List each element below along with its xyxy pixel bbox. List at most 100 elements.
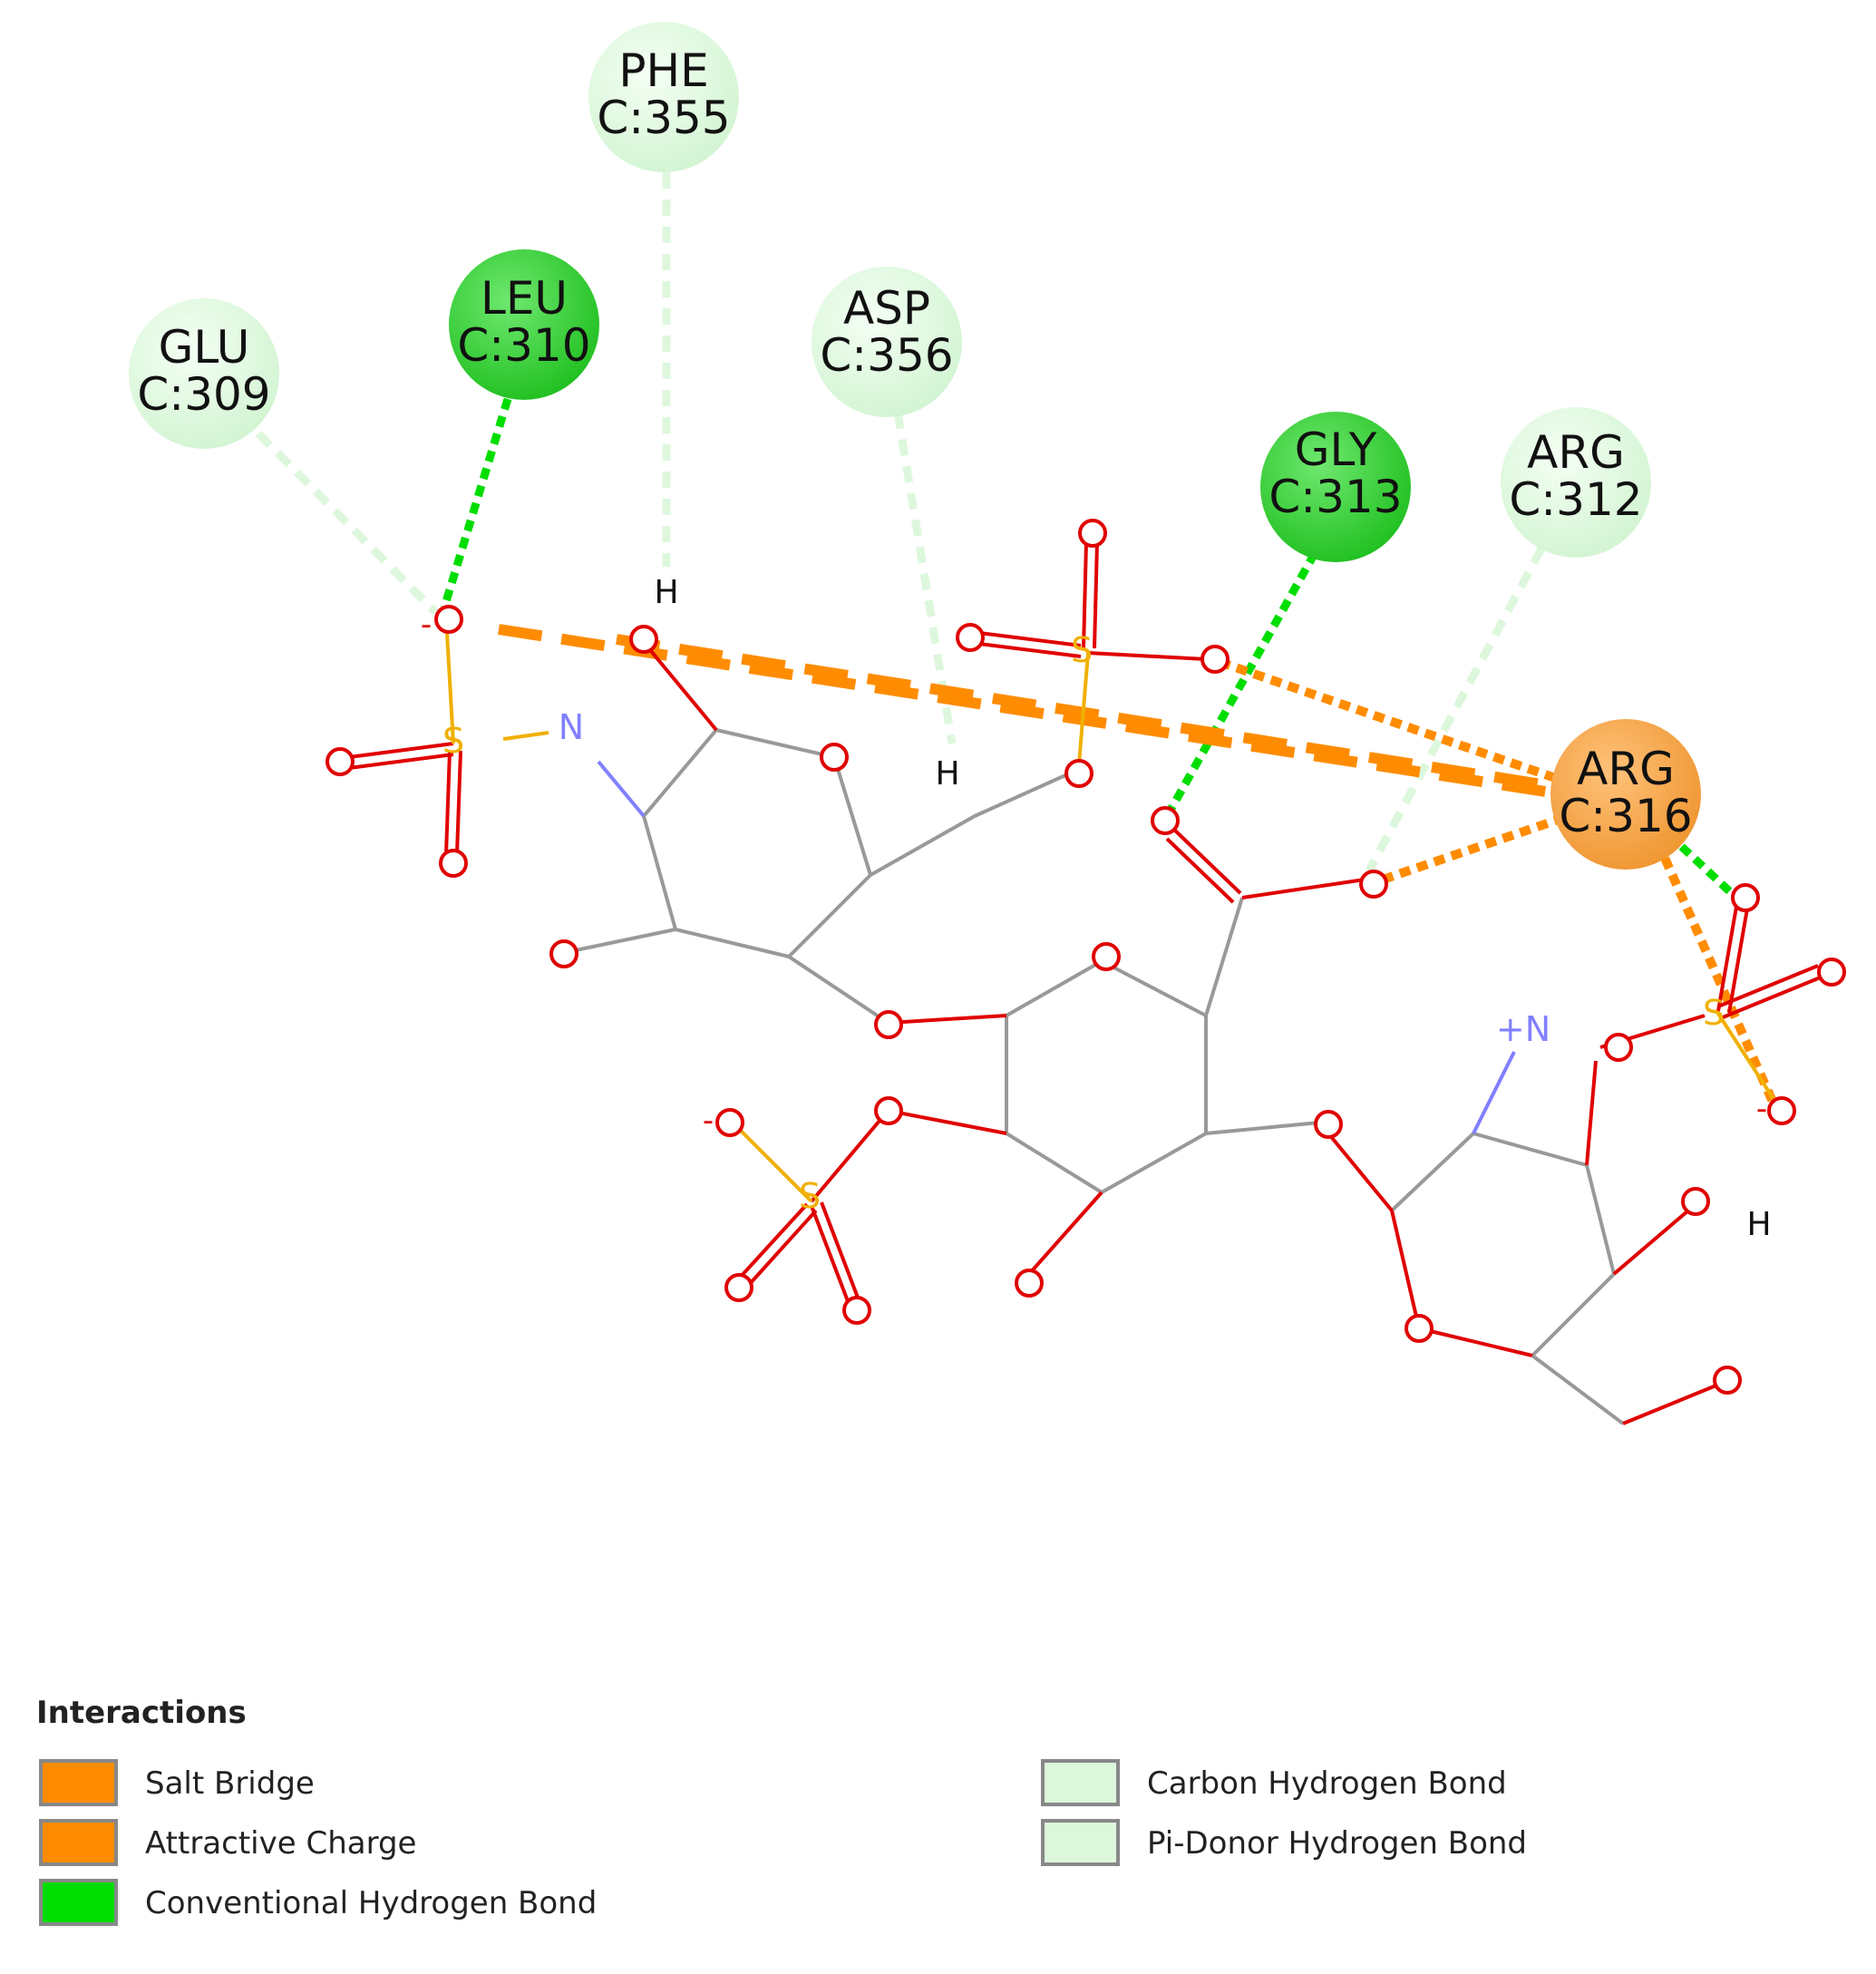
oxygen-atom-8 — [956, 623, 985, 652]
bond-40 — [737, 1127, 813, 1203]
bond-29 — [1005, 1132, 1103, 1194]
carbon-hbond-glu309 — [255, 430, 439, 616]
bond-6 — [642, 728, 718, 818]
residue-glu309: GLU C:309 — [129, 298, 279, 449]
oxygen-atom-13 — [1092, 942, 1121, 971]
bond-26 — [1101, 959, 1207, 1017]
bond-21 — [978, 631, 1082, 647]
oxygen-atoms — [326, 519, 1846, 1395]
bond-16 — [445, 632, 455, 744]
negative-charge-2: - — [703, 1103, 714, 1139]
legend-label: Attractive Charge — [145, 1825, 416, 1862]
bond-49 — [1418, 1327, 1533, 1357]
residue-name: GLU — [159, 321, 250, 374]
oxygen-atom-9 — [1200, 645, 1230, 674]
hydrogen-atom-2: H — [935, 755, 959, 793]
bond-51 — [1327, 1132, 1394, 1212]
oxygen-atom-14 — [874, 1010, 903, 1039]
oxygen-atom-2 — [629, 625, 658, 654]
residue-arg316: ARG C:316 — [1550, 719, 1701, 870]
bond-5 — [642, 815, 677, 930]
bond-47 — [1585, 1164, 1616, 1275]
residue-name: GLY — [1295, 423, 1377, 476]
atoms: S S S S N +N - - - H H H — [326, 519, 1846, 1395]
residue-disc — [1501, 407, 1651, 558]
conventional-hbond-gly313 — [1166, 550, 1318, 814]
bond-24 — [1077, 652, 1090, 765]
bond-38 — [1165, 837, 1235, 904]
bond-62 — [1716, 1012, 1777, 1104]
residue-name: ARG — [1527, 426, 1625, 479]
bond-33 — [1027, 1191, 1103, 1276]
oxygen-atom-12 — [1359, 870, 1388, 899]
legend-title: Interactions — [36, 1695, 247, 1731]
bond-46 — [1473, 1132, 1588, 1167]
bond-2 — [832, 756, 872, 876]
legend-item-attractive-charge: Attractive Charge — [39, 1819, 416, 1866]
legend-swatch — [39, 1879, 118, 1926]
bond-22 — [978, 642, 1082, 658]
bond-34 — [1205, 1121, 1320, 1135]
oxygen-atom-4 — [326, 747, 355, 776]
bond-28 — [1101, 1132, 1207, 1194]
legend-item-pi-donor-hbond: Pi-Donor Hydrogen Bond — [1041, 1819, 1527, 1866]
molecule-bonds — [348, 541, 1823, 1425]
oxygen-atom-11 — [1151, 806, 1180, 835]
legend-item-carbon-hbond: Carbon Hydrogen Bond — [1041, 1759, 1507, 1806]
residue-disc — [1550, 719, 1701, 870]
nitrogen-atom: N — [559, 707, 584, 747]
bond-17 — [444, 750, 452, 855]
bond-36 — [1241, 878, 1366, 899]
negative-charge-3: - — [1756, 1091, 1767, 1127]
legend: Interactions Salt Bridge Attractive Char… — [36, 1695, 1527, 1926]
hydrogen-atom-1: H — [654, 574, 678, 611]
legend-item-salt-bridge: Salt Bridge — [39, 1759, 315, 1806]
bond-53 — [1585, 1060, 1598, 1166]
oxygen-atom-19 — [1015, 1269, 1044, 1298]
attractive-charge-2 — [1381, 812, 1570, 884]
bond-43 — [810, 1205, 850, 1302]
oxygen-atom-3 — [820, 743, 849, 772]
residue-gly313: GLY C:313 — [1260, 412, 1411, 562]
attractive-charge-1 — [1218, 657, 1589, 793]
bond-14 — [348, 742, 454, 759]
residue-disc — [129, 298, 279, 449]
bond-3 — [787, 873, 872, 958]
nitrogen-plus-atom: +N — [1496, 1009, 1550, 1049]
oxygen-atom-24 — [1817, 958, 1846, 987]
bond-12 — [974, 773, 1066, 818]
oxygen-atom-20 — [1314, 1110, 1343, 1139]
oxygen-atom-1 — [434, 605, 463, 634]
legend-swatch — [1041, 1759, 1120, 1806]
conventional-hbond-leu310 — [440, 397, 512, 609]
residue-chain: C:310 — [457, 319, 590, 372]
residue-chain: C:313 — [1268, 471, 1402, 523]
bond-37 — [1172, 828, 1242, 895]
oxygen-atom-22 — [1604, 1033, 1633, 1062]
pi-donor-hbond-arg312 — [1366, 546, 1545, 873]
oxygen-atom-7 — [1078, 519, 1107, 548]
hydrogen-atom-3: H — [1746, 1206, 1771, 1243]
oxygen-atom-27 — [1713, 1366, 1742, 1395]
negative-charge-1: - — [421, 607, 432, 643]
bond-7 — [649, 649, 718, 732]
sulfur-atom-2: S — [1071, 630, 1093, 670]
residue-name: ASP — [843, 282, 930, 335]
oxygen-atom-15 — [874, 1096, 903, 1125]
bond-44 — [820, 1201, 860, 1298]
bond-52 — [1472, 1051, 1516, 1134]
bond-15 — [348, 753, 454, 770]
bond-61 — [1722, 975, 1823, 1019]
interaction-lines — [255, 172, 1777, 1104]
oxygen-atom-26 — [1681, 1187, 1710, 1216]
bond-60 — [1717, 964, 1819, 1008]
residue-disc — [449, 249, 599, 400]
legend-swatch — [1041, 1819, 1120, 1866]
residue-asp356: ASP C:356 — [812, 267, 962, 417]
bond-31 — [888, 1014, 1007, 1025]
bond-32 — [888, 1109, 1007, 1135]
legend-label: Carbon Hydrogen Bond — [1147, 1765, 1507, 1802]
bond-54 — [1612, 1209, 1690, 1276]
oxygen-atom-25 — [1767, 1096, 1796, 1125]
bond-42 — [746, 1209, 818, 1288]
